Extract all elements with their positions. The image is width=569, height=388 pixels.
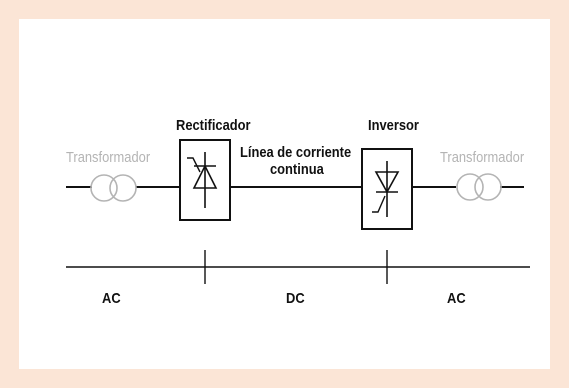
transformer-left-symbol — [90, 174, 137, 202]
transformer-left-label: Transformador — [66, 149, 151, 166]
transformer-right-label: Transformador — [440, 149, 525, 166]
dc-line-label-2: continua — [270, 161, 324, 178]
transformer-right-symbol — [456, 173, 502, 201]
dc-region-label: DC — [286, 290, 305, 307]
dc-line-label-1: Línea de corriente — [240, 144, 352, 161]
inverter-symbol — [361, 148, 413, 230]
rectifier-label: Rectificador — [176, 117, 251, 134]
rectifier-symbol — [179, 139, 231, 221]
ac-left-label: AC — [102, 290, 121, 307]
inverter-label: Inversor — [368, 117, 419, 134]
ac-right-label: AC — [447, 290, 466, 307]
diagram-panel — [19, 19, 550, 369]
